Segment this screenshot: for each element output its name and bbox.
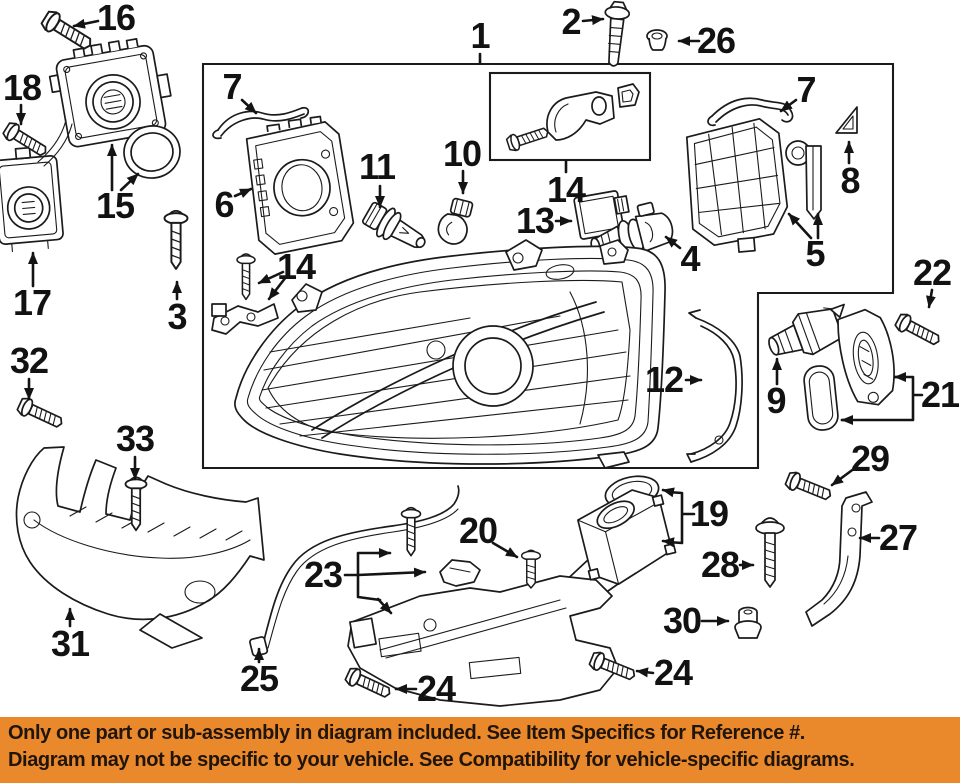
callout-24a: 24 [416, 668, 456, 709]
callout-21: 21 [920, 374, 960, 415]
callout-1: 1 [470, 15, 490, 56]
part-14-left-kit-drawing [211, 253, 279, 335]
part-31-bracket-drawing [15, 446, 265, 649]
callout-18: 18 [2, 67, 42, 108]
part-17-strap-drawing [37, 119, 73, 167]
disclaimer-banner: Only one part or sub-assembly in diagram… [0, 717, 960, 783]
callout-16: 16 [96, 0, 136, 38]
callout-29: 29 [850, 438, 890, 479]
callout-25: 25 [239, 658, 279, 699]
callout-10: 10 [442, 133, 482, 174]
callout-23: 23 [303, 554, 343, 595]
callout-12: 12 [644, 359, 684, 400]
callout-6: 6 [214, 184, 234, 225]
part-28-bolt-drawing [755, 517, 785, 588]
callout-2: 2 [561, 1, 581, 42]
callout-17: 17 [12, 282, 52, 323]
part-8-wedge-drawing [835, 106, 858, 134]
part-10-bulb-drawing [437, 197, 474, 245]
part-2-bolt-drawing [604, 0, 631, 67]
part-17-module-drawing [0, 146, 64, 253]
callout-20: 20 [458, 510, 498, 551]
part-15-gasket-ring-drawing [123, 125, 181, 179]
callout-4: 4 [680, 238, 700, 279]
assembly-box-outline [201, 62, 895, 470]
callout-14a: 14 [546, 169, 586, 210]
callout-31: 31 [50, 623, 90, 664]
callout-22: 22 [912, 252, 952, 293]
callout-7a: 7 [222, 66, 242, 107]
part-26-cap-drawing [646, 29, 668, 51]
callout-28: 28 [700, 544, 740, 585]
part-1-headlight-assembly-drawing [234, 239, 666, 469]
callout-13: 13 [515, 200, 555, 241]
part-13-igniter-drawing [573, 190, 630, 240]
callout-30: 30 [662, 600, 702, 641]
part-30-nut-drawing [734, 606, 762, 639]
part-14-kit-drawing [505, 83, 640, 153]
part-5-cover-drawing [685, 117, 789, 253]
part-5-rod-drawing [785, 140, 822, 220]
callout-15: 15 [95, 185, 135, 226]
disclaimer-line-1: Only one part or sub-assembly in diagram… [8, 722, 805, 744]
part-6-cover-drawing [245, 115, 355, 255]
callout-14b: 14 [276, 246, 316, 287]
part-11-bulb-drawing [361, 201, 426, 249]
callout-32: 32 [9, 340, 49, 381]
part-9-bulb-drawing [768, 307, 844, 356]
callout-27: 27 [878, 517, 918, 558]
callout-11: 11 [358, 146, 396, 187]
exploded-parts-diagram [0, 0, 944, 707]
part-20-bolt-drawing [520, 549, 542, 589]
part-7-clip-left-drawing [212, 106, 310, 140]
callout-8: 8 [840, 160, 860, 201]
part-19-ballast-drawing [577, 489, 677, 585]
callout-9: 9 [766, 380, 786, 421]
part-15-ballast-drawing [48, 38, 172, 148]
part-27-bracket-drawing [805, 491, 873, 627]
callout-33: 33 [115, 418, 155, 459]
part-21-gasket-drawing [803, 365, 839, 431]
callout-3: 3 [167, 296, 187, 337]
disclaimer-line-2: Diagram may not be specific to your vehi… [8, 749, 855, 771]
callout-19: 19 [689, 493, 729, 534]
leader-lines [16, 15, 936, 694]
callout-5: 5 [805, 233, 825, 274]
callout-26: 26 [696, 20, 736, 61]
callout-7b: 7 [796, 69, 816, 110]
part-21-bracket-drawing [829, 303, 895, 406]
part-12-trim-drawing [686, 309, 743, 463]
callout-24b: 24 [653, 652, 693, 693]
